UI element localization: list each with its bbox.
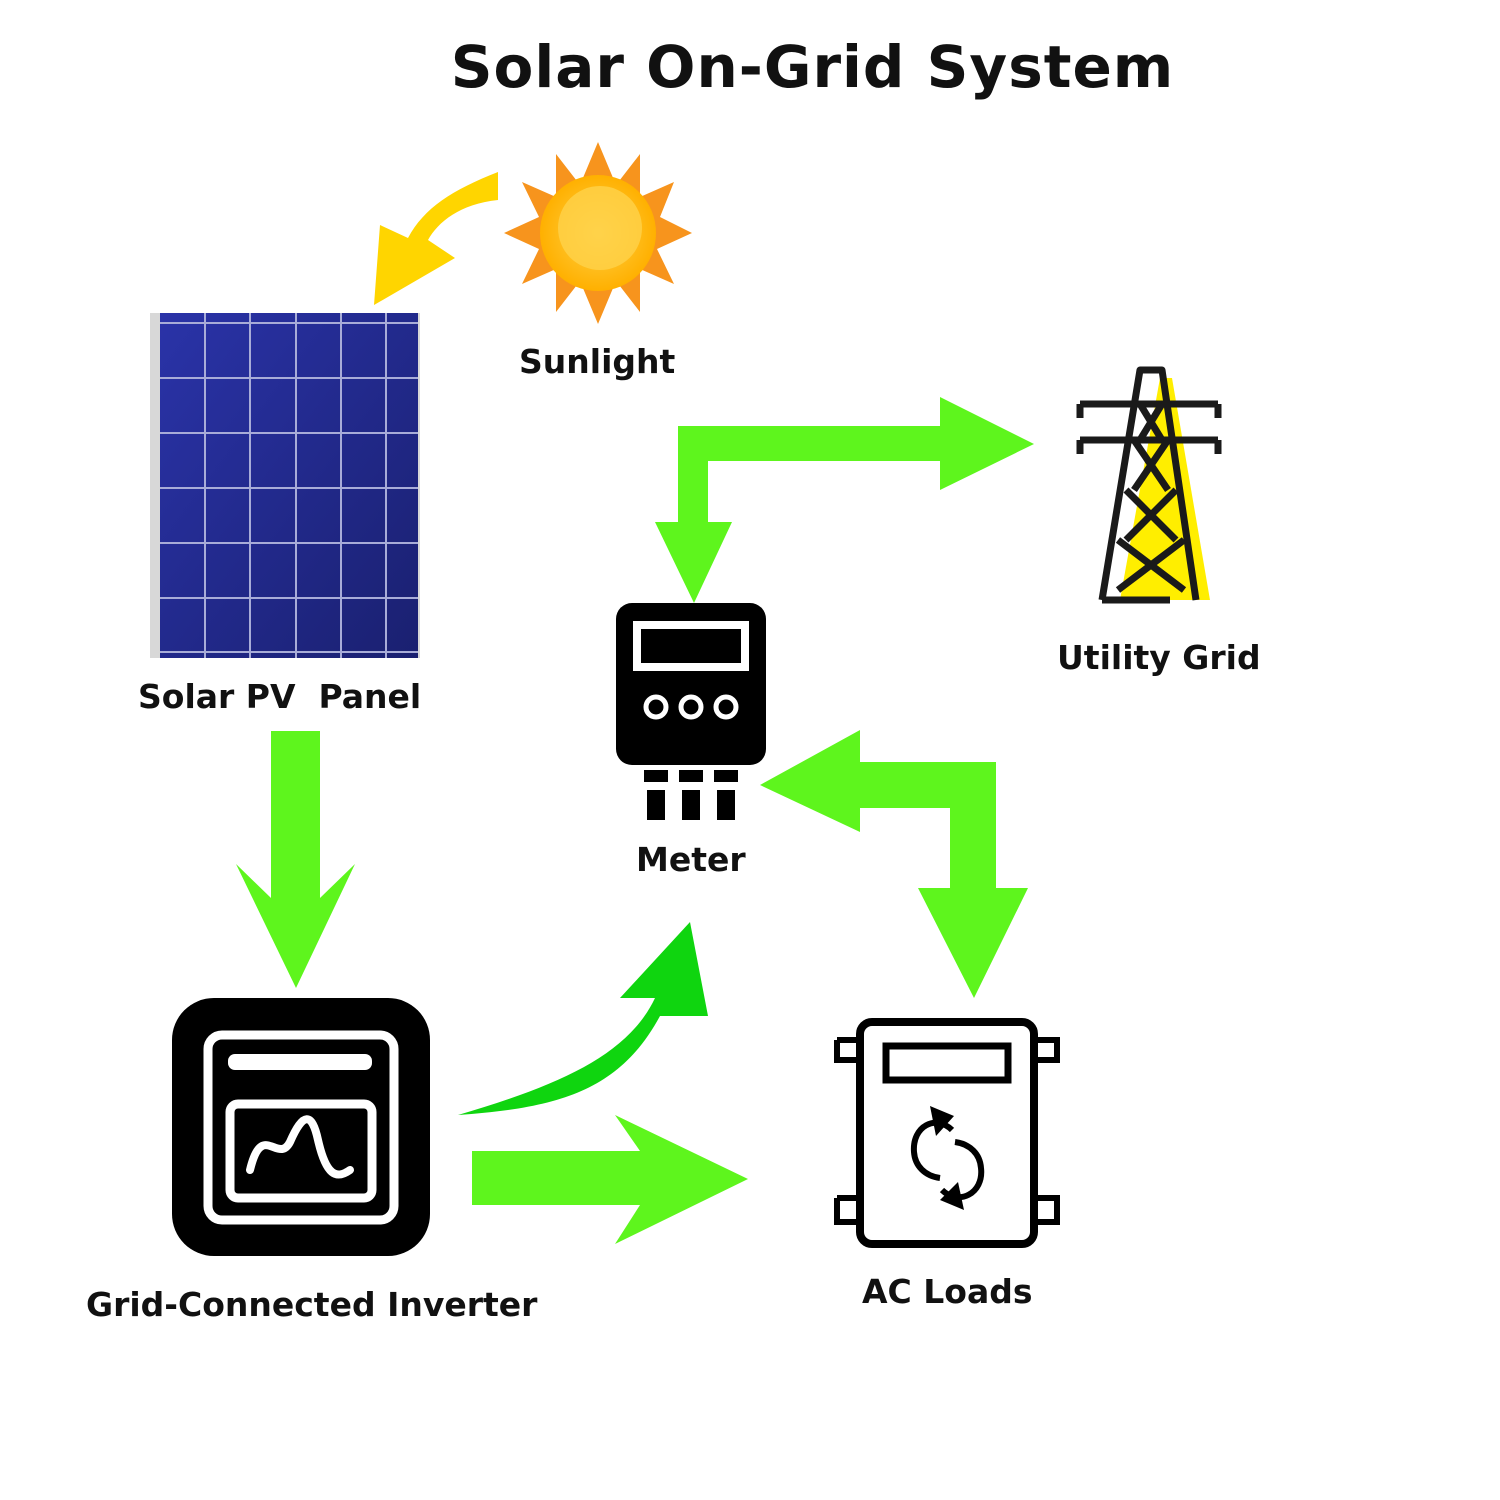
utility-grid-label: Utility Grid <box>1057 638 1261 677</box>
sunlight-arrow <box>374 172 498 305</box>
meter-label: Meter <box>636 840 746 879</box>
solar-panel-label: Solar PV Panel <box>138 677 422 716</box>
meter-loads-bidirectional-arrow <box>760 730 1028 998</box>
sun-icon <box>504 142 692 324</box>
inverter-to-loads-arrow <box>472 1115 748 1244</box>
ac-loads-icon <box>834 1018 1060 1248</box>
diagram-title: Solar On-Grid System <box>450 33 1175 101</box>
inverter-to-meter-arrow <box>458 922 708 1115</box>
inverter-label: Grid-Connected Inverter <box>86 1285 538 1324</box>
sunlight-label: Sunlight <box>519 342 676 381</box>
ac-loads-label: AC Loads <box>862 1272 1033 1311</box>
solar-panel-icon <box>150 313 420 658</box>
meter-grid-bidirectional-arrow <box>655 397 1034 603</box>
meter-icon <box>616 603 766 820</box>
inverter-icon <box>172 998 430 1256</box>
panel-to-inverter-arrow <box>236 731 355 988</box>
utility-grid-tower-icon <box>1076 366 1222 604</box>
